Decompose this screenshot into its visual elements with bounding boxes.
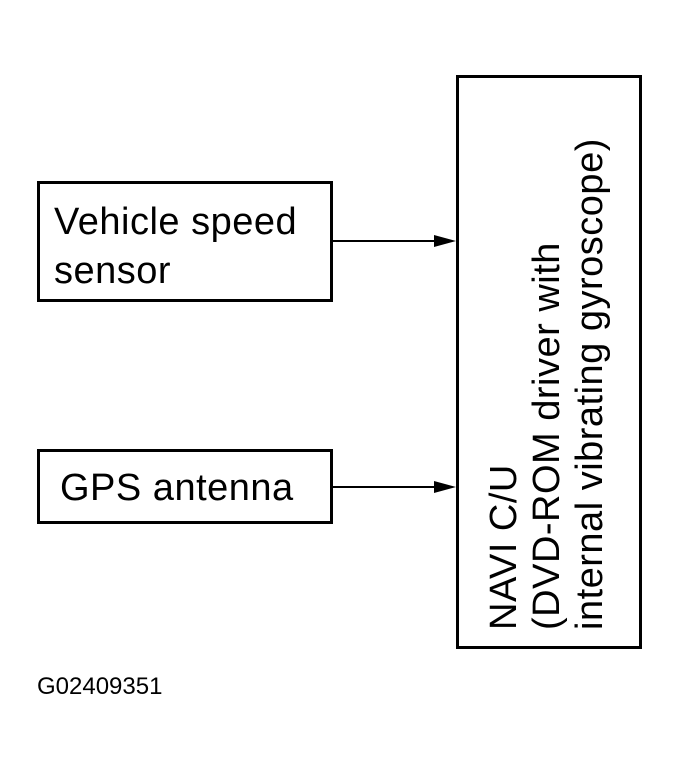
gps-antenna-block: GPS antenna [37,449,333,524]
gps-antenna-label: GPS antenna [60,467,294,509]
arrow-speed-to-navi [333,235,456,247]
figure-id: G02409351 [37,673,163,700]
arrow-gps-to-navi [333,481,456,493]
navi-control-unit-block: NAVI C/U (DVD-ROM driver with internal v… [456,75,642,649]
vehicle-speed-sensor-label: Vehicle speed sensor [54,198,297,296]
vehicle-speed-sensor-label-line2: sensor [54,250,172,292]
vehicle-speed-sensor-block: Vehicle speed sensor [37,181,333,302]
vehicle-speed-sensor-label-line1: Vehicle speed [54,201,298,243]
